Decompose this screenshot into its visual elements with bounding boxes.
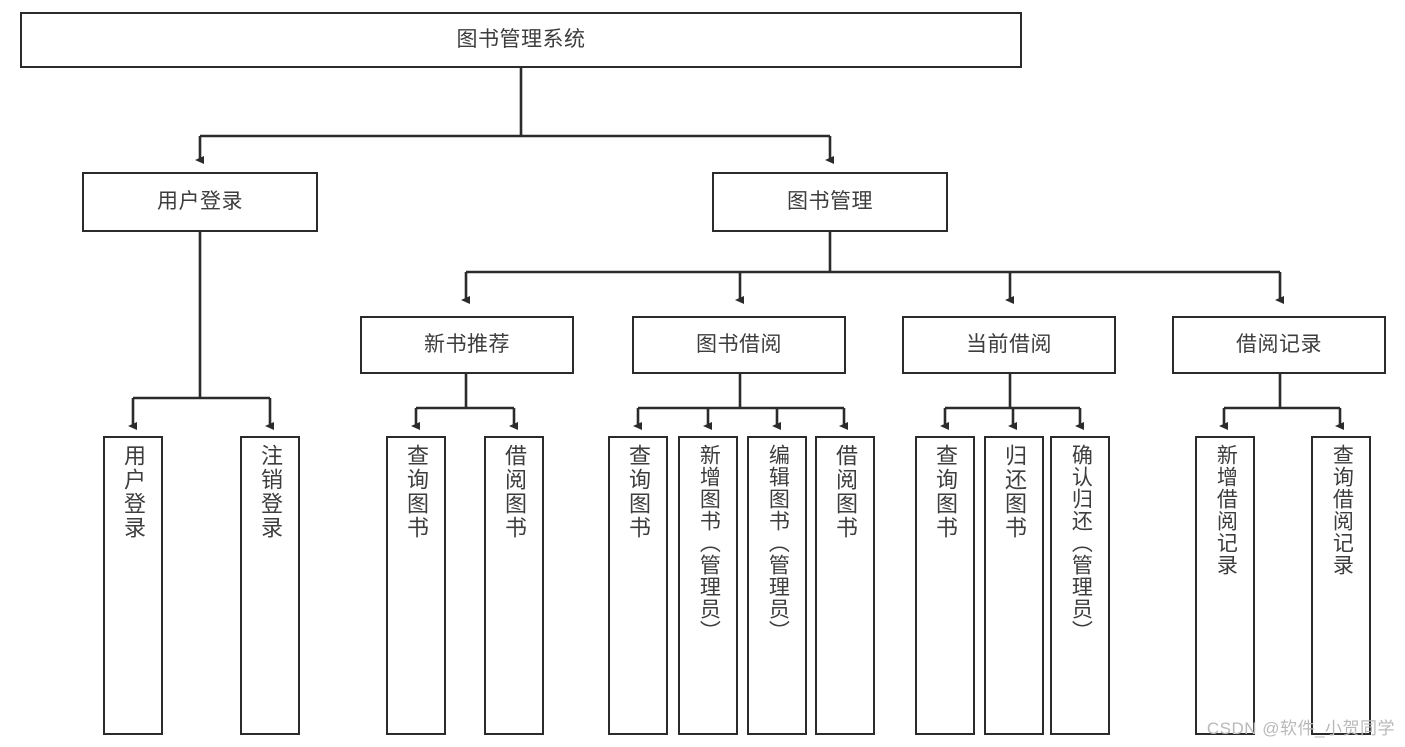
node-label: 归还图书 — [1001, 444, 1027, 540]
leaf-book-borrow-edit[interactable]: 编辑图书（管理员） — [747, 436, 807, 735]
node-label: 新书推荐 — [424, 332, 510, 356]
leaf-book-borrow-query[interactable]: 查询图书 — [608, 436, 668, 735]
node-label: 借阅图书 — [832, 444, 858, 540]
node-label: 用户登录 — [120, 444, 146, 540]
node-book-management-system[interactable]: 图书管理系统 — [20, 12, 1022, 68]
node-label: 用户登录 — [157, 189, 243, 213]
node-label: 注销登录 — [257, 444, 283, 540]
leaf-user-login-login[interactable]: 用户登录 — [103, 436, 163, 735]
leaf-new-book-query[interactable]: 查询图书 — [386, 436, 446, 735]
node-label: 确认归还（管理员） — [1069, 444, 1093, 642]
node-current-borrow[interactable]: 当前借阅 — [902, 316, 1116, 374]
leaf-new-book-borrow[interactable]: 借阅图书 — [484, 436, 544, 735]
node-label: 新增借阅记录 — [1214, 444, 1238, 576]
node-label: 图书借阅 — [696, 332, 782, 356]
node-label: 图书管理 — [787, 189, 873, 213]
node-label: 新增图书（管理员） — [697, 444, 721, 642]
node-label: 查询借阅记录 — [1330, 444, 1354, 576]
leaf-current-borrow-return[interactable]: 归还图书 — [984, 436, 1044, 735]
csdn-watermark: CSDN @软件_小贺同学 — [1206, 719, 1395, 738]
node-label: 借阅图书 — [501, 444, 527, 540]
node-user-login[interactable]: 用户登录 — [82, 172, 318, 232]
node-label: 查询图书 — [625, 444, 651, 540]
leaf-book-borrow-borrow[interactable]: 借阅图书 — [815, 436, 875, 735]
node-label: 查询图书 — [403, 444, 429, 540]
node-label: 编辑图书（管理员） — [766, 444, 790, 642]
leaf-user-login-logout[interactable]: 注销登录 — [240, 436, 300, 735]
node-label: 借阅记录 — [1236, 332, 1322, 356]
leaf-book-borrow-add[interactable]: 新增图书（管理员） — [678, 436, 738, 735]
node-label: 查询图书 — [932, 444, 958, 540]
leaf-borrow-record-query[interactable]: 查询借阅记录 — [1311, 436, 1371, 735]
node-new-book-recommend[interactable]: 新书推荐 — [360, 316, 574, 374]
leaf-current-borrow-query[interactable]: 查询图书 — [915, 436, 975, 735]
node-borrow-record[interactable]: 借阅记录 — [1172, 316, 1386, 374]
leaf-borrow-record-add[interactable]: 新增借阅记录 — [1195, 436, 1255, 735]
node-book-management[interactable]: 图书管理 — [712, 172, 948, 232]
node-label: 图书管理系统 — [456, 27, 586, 51]
leaf-current-borrow-confirm-return[interactable]: 确认归还（管理员） — [1050, 436, 1110, 735]
node-label: 当前借阅 — [966, 332, 1052, 356]
node-book-borrow[interactable]: 图书借阅 — [632, 316, 846, 374]
